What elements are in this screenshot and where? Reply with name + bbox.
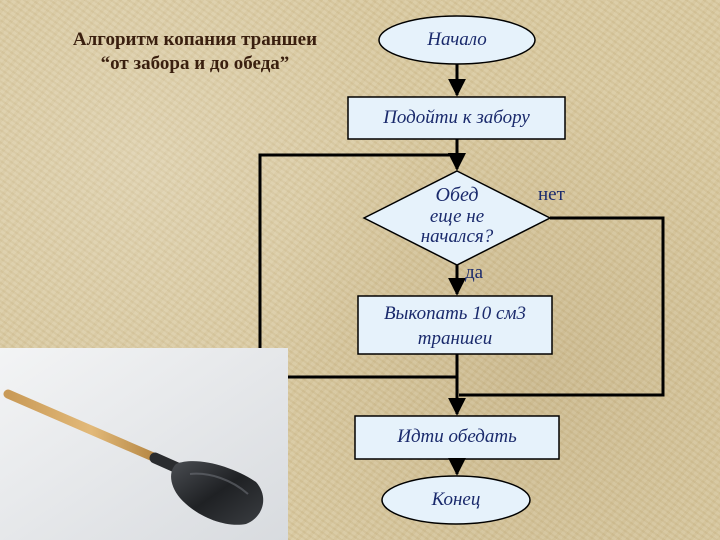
decision-line-3: начался? (420, 226, 494, 247)
dig-box (357, 295, 553, 355)
title-line-2: “от забора и до обеда” (100, 53, 290, 74)
end-node (381, 475, 531, 525)
title-line-1: Алгоритм копания траншеи (72, 29, 318, 50)
decision-line-2: еще не (429, 206, 485, 227)
yes-label: да (465, 262, 484, 283)
go-lunch-label: Идти обедать (397, 426, 517, 447)
shovel-image (0, 348, 288, 540)
decision-line-1: Обед (435, 184, 479, 206)
dig-line-2: траншеи (417, 328, 493, 349)
no-branch-line (459, 216, 665, 397)
approach-fence-box (347, 96, 566, 140)
end-label: Конец (431, 489, 481, 510)
dig-line-1: Выкопать 10 см3 (383, 303, 527, 324)
no-label: нет (538, 184, 565, 205)
diagram-title: Алгоритм копания траншеи “от забора и до… (30, 28, 360, 76)
approach-fence-label: Подойти к забору (383, 107, 530, 128)
start-label: Начало (427, 29, 487, 50)
